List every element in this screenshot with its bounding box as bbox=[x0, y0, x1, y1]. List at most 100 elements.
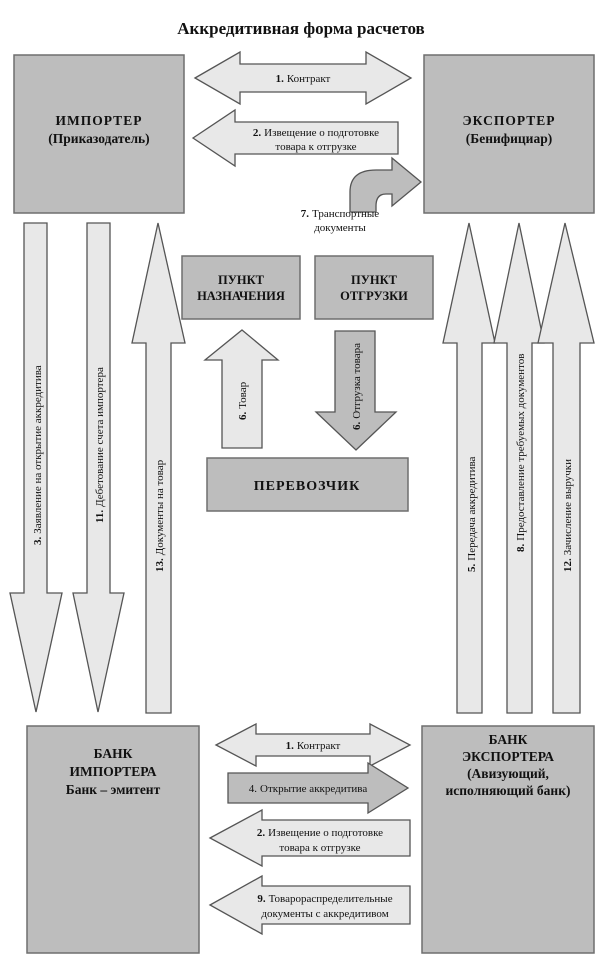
flow-5-num: 5. bbox=[466, 564, 478, 573]
flow-3-num: 3. bbox=[32, 537, 44, 546]
shipment-label-2: ОТГРУЗКИ bbox=[340, 289, 408, 303]
down-arrow bbox=[314, 330, 398, 451]
exporter-bank-label-4: исполняющий банк) bbox=[446, 783, 571, 798]
shipment-label-1: ПУНКТ bbox=[351, 273, 398, 287]
right-arrow bbox=[227, 761, 410, 815]
flow-6-shipment: 6. Отгрузка товара bbox=[314, 330, 398, 451]
flow-2-bottom-num: 2. bbox=[257, 827, 266, 839]
flow-2-top-text-1: 2.Извещение о подготовке bbox=[253, 127, 379, 139]
flow-4-num: 4. bbox=[249, 783, 258, 795]
flow-8-text: 8. Предоставление требуемых документов bbox=[515, 354, 527, 552]
flow-1-bottom-num: 1. bbox=[286, 740, 295, 752]
flow-4-label: Открытие аккредитива bbox=[260, 783, 367, 795]
flow-2-top-num: 2. bbox=[253, 127, 262, 139]
flow-6-goods-label: Товар bbox=[237, 381, 249, 408]
exporter-sublabel: (Бенифициар) bbox=[466, 131, 552, 146]
flow-7-label-2: документы bbox=[314, 222, 366, 234]
flow-5-label: Передача аккредитива bbox=[466, 456, 478, 560]
flow-13-text: 13. Документы на товар bbox=[154, 459, 166, 572]
double-arrow bbox=[193, 50, 413, 106]
exporter-bank-node: БАНК ЭКСПОРТЕРА (Авизующий, исполняющий … bbox=[421, 725, 595, 954]
flow-11-debit: 11.Дебетование счета импортера bbox=[72, 222, 125, 713]
down-arrow bbox=[72, 222, 125, 713]
flow-2-top-label-2: товара к отгрузке bbox=[275, 141, 356, 153]
carrier-node: ПЕРЕВОЗЧИК bbox=[206, 457, 409, 512]
carrier-label: ПЕРЕВОЗЧИК bbox=[254, 479, 361, 494]
up-arrow bbox=[442, 222, 496, 714]
flow-6-ship-text: 6. Отгрузка товара bbox=[351, 343, 363, 430]
flow-6-ship-label: Отгрузка товара bbox=[351, 343, 363, 419]
flow-9-label-1: Товарораспределительные bbox=[269, 893, 393, 905]
importer-sublabel: (Приказодатель) bbox=[48, 131, 149, 146]
importer-label: ИМПОРТЕР bbox=[56, 113, 143, 128]
flow-6-goods-num: 6. bbox=[237, 412, 249, 421]
flow-6-goods-text: 6. Товар bbox=[237, 381, 249, 420]
exporter-bank-label-1: БАНК bbox=[489, 732, 528, 747]
exporter-label: ЭКСПОРТЕР bbox=[462, 113, 555, 128]
flow-13-num: 13. bbox=[154, 558, 166, 572]
flow-9-commodity-docs: 9.Товарораспределительные документы с ак… bbox=[208, 874, 411, 936]
up-arrow bbox=[203, 329, 280, 449]
importer-node: ИМПОРТЕР (Приказодатель) bbox=[13, 54, 185, 214]
flow-6-ship-num: 6. bbox=[351, 422, 363, 431]
flow-5-transfer: 5. Передача аккредитива bbox=[442, 222, 496, 714]
flow-1-bottom-text: 1.Контракт bbox=[286, 740, 341, 752]
importer-bank-label-1: БАНК bbox=[94, 746, 133, 761]
flow-8-docs: 8. Предоставление требуемых документов bbox=[493, 222, 545, 714]
flow-2-bottom-text-1: 2.Извещение о подготовке bbox=[257, 827, 383, 839]
exporter-box bbox=[423, 54, 595, 214]
flow-7-transport-docs: 7.Транспортные документы bbox=[301, 156, 423, 234]
flow-8-label: Предоставление требуемых документов bbox=[515, 354, 527, 541]
destination-node: ПУНКТ НАЗНАЧЕНИЯ bbox=[181, 255, 301, 320]
left-arrow bbox=[191, 108, 399, 168]
flow-9-num: 9. bbox=[257, 893, 266, 905]
flow-1-top-num: 1. bbox=[276, 73, 285, 85]
importer-bank-label-2: ИМПОРТЕРА bbox=[70, 764, 157, 779]
flow-2-bottom-label-1: Извещение о подготовке bbox=[268, 827, 383, 839]
flow-12-text: 12. Зачисление выручки bbox=[562, 459, 574, 572]
exporter-node: ЭКСПОРТЕР (Бенифициар) bbox=[423, 54, 595, 214]
importer-bank-node: БАНК ИМПОРТЕРА Банк – эмитент bbox=[26, 725, 200, 954]
flow-5-text: 5. Передача аккредитива bbox=[466, 456, 478, 572]
destination-box bbox=[181, 255, 301, 320]
flow-9-label-2: документы с аккредитивом bbox=[261, 908, 388, 920]
flow-7-label-1: Транспортные bbox=[312, 208, 379, 220]
exporter-bank-label-3: (Авизующий, bbox=[467, 766, 549, 781]
down-arrow bbox=[9, 222, 63, 713]
flow-3-application: 3.Заявление на открытие аккредитива bbox=[9, 222, 63, 713]
flow-11-num: 11. bbox=[94, 510, 106, 523]
destination-label-1: ПУНКТ bbox=[218, 273, 265, 287]
shipment-box bbox=[314, 255, 434, 320]
flow-4-text: 4.Открытие аккредитива bbox=[249, 783, 368, 795]
flow-7-text-1: 7.Транспортные bbox=[301, 208, 380, 220]
flow-1-top-label: Контракт bbox=[287, 73, 331, 85]
flow-2-bottom-label-2: товара к отгрузке bbox=[279, 842, 360, 854]
flow-12-proceeds: 12. Зачисление выручки bbox=[537, 222, 595, 714]
flow-13-label: Документы на товар bbox=[154, 459, 166, 555]
shipment-node: ПУНКТ ОТГРУЗКИ bbox=[314, 255, 434, 320]
exporter-bank-box bbox=[421, 725, 595, 954]
up-arrow bbox=[537, 222, 595, 714]
flow-7-num: 7. bbox=[301, 208, 310, 220]
left-arrow bbox=[208, 874, 411, 936]
exporter-bank-label-2: ЭКСПОРТЕРА bbox=[462, 749, 554, 764]
flow-1-bottom-label: Контракт bbox=[297, 740, 341, 752]
flow-8-num: 8. bbox=[515, 544, 527, 553]
importer-bank-box bbox=[26, 725, 200, 954]
flow-12-label: Зачисление выручки bbox=[562, 459, 574, 555]
flow-12-num: 12. bbox=[562, 558, 574, 572]
flow-9-text-1: 9.Товарораспределительные bbox=[257, 893, 392, 905]
flow-1-contract-bottom: 1.Контракт bbox=[214, 722, 412, 768]
left-arrow bbox=[208, 808, 411, 868]
importer-box bbox=[13, 54, 185, 214]
flow-13-goods-docs: 13. Документы на товар bbox=[131, 222, 186, 714]
flow-1-contract-top: 1.Контракт bbox=[193, 50, 413, 106]
flow-3-text: 3.Заявление на открытие аккредитива bbox=[32, 365, 44, 545]
up-arrow bbox=[131, 222, 186, 714]
curved-arrow bbox=[349, 156, 423, 213]
double-arrow bbox=[214, 722, 412, 768]
diagram-title: Аккредитивная форма расчетов bbox=[177, 19, 424, 38]
carrier-box bbox=[206, 457, 409, 512]
